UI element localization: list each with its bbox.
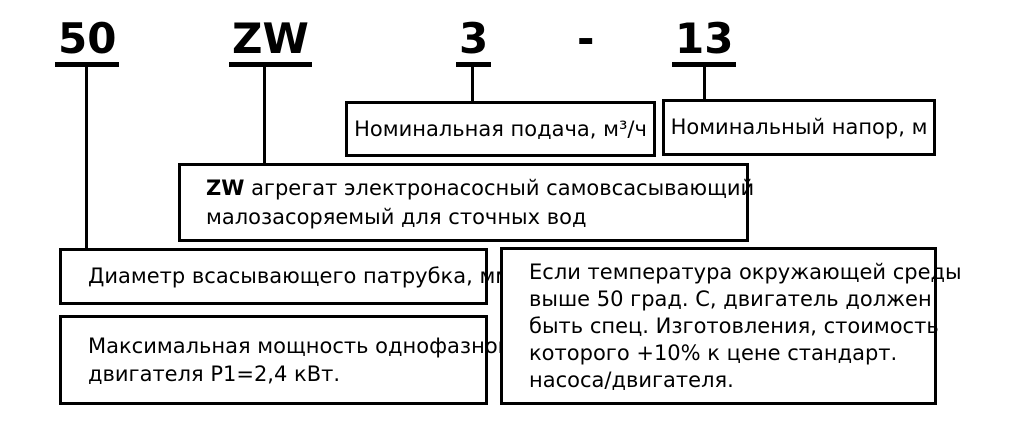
connector-diameter [85,67,88,248]
callout-flow: Номинальная подача, м³/ч [345,101,656,157]
callout-head-label: Номинальный напор, м [670,115,928,139]
code-separator: - [577,14,595,63]
code-part-flow: 3 [456,16,492,67]
code-part-head: 13 [672,16,737,67]
callout-temperature-line4: которого +10% к цене стандарт. [529,340,898,365]
callout-temperature: Если температура окружающей среды выше 5… [500,247,962,405]
connector-series [263,67,266,163]
callout-temperature-line5: насоса/двигателя. [529,367,734,392]
callout-series-line1-rest: агрегат электронасосный самовсасывающий [244,175,755,200]
connector-flow [471,67,474,101]
callout-series-prefix: ZW [206,175,245,200]
callout-power-line2: двигателя P1=2,4 кВт. [88,362,341,386]
callout-temperature-line2: выше 50 град. С, двигатель должен [529,286,932,311]
code-part-diameter: 50 [55,16,120,67]
callout-temperature-line1: Если температура окружающей среды [529,259,962,284]
code-part-series: ZW [229,16,312,67]
callout-series: ZW агрегат электронасосный самовсасывающ… [178,163,754,242]
callout-diameter-label: Диаметр всасывающего патрубка, мм [88,264,512,288]
callout-head: Номинальный напор, м [662,99,936,156]
callout-power: Максимальная мощность однофазного двигат… [59,315,522,405]
connector-head [703,67,706,99]
callout-series-line2: малозасоряемый для сточных вод [206,204,587,229]
callout-temperature-line3: быть спец. Изготовления, стоимость [529,313,939,338]
callout-series-line1: ZW агрегат электронасосный самовсасывающ… [206,174,754,203]
callout-diameter: Диаметр всасывающего патрубка, мм [59,248,512,305]
callout-flow-label: Номинальная подача, м³/ч [354,116,647,141]
callout-power-line1: Максимальная мощность однофазного [88,334,522,358]
